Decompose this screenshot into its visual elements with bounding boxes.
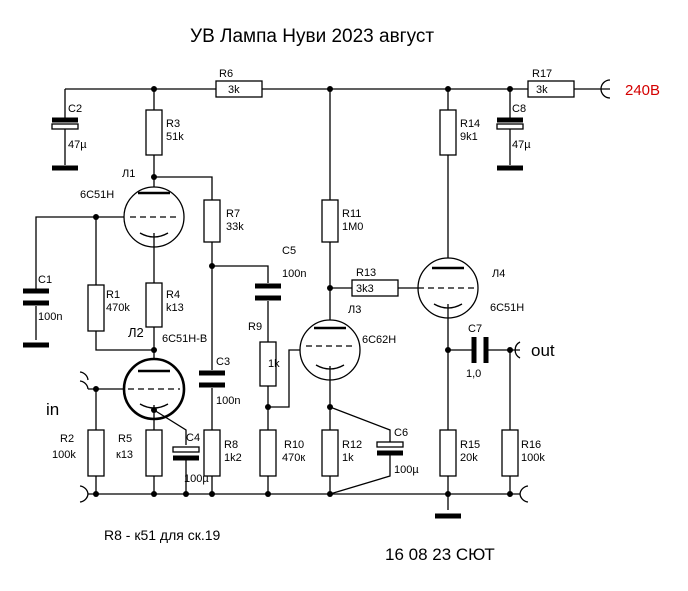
svg-text:R6: R6	[219, 68, 233, 80]
svg-text:3k3: 3k3	[356, 283, 374, 295]
svg-text:6С51Н: 6С51Н	[80, 189, 114, 201]
svg-text:9k1: 9k1	[460, 131, 478, 143]
svg-text:R4: R4	[166, 289, 180, 301]
svg-text:6С51Н-В: 6С51Н-В	[162, 333, 207, 345]
svg-text:R2: R2	[60, 433, 74, 445]
resistor-r3: R3 51k	[145, 89, 184, 190]
svg-text:100n: 100n	[282, 268, 306, 280]
svg-text:R12: R12	[342, 439, 362, 451]
svg-text:20k: 20k	[460, 452, 478, 464]
svg-text:47µ: 47µ	[512, 139, 531, 151]
svg-text:C2: C2	[68, 103, 82, 115]
svg-text:R1: R1	[106, 289, 120, 301]
signature-date: 16 08 23 СЮТ	[385, 545, 495, 564]
resistor-r12: R12 1k	[321, 429, 362, 494]
resistor-r11: R11 1М0	[321, 89, 363, 320]
input-terminal	[79, 371, 124, 390]
resistor-r7: R7 33k	[203, 199, 244, 370]
diagram-title: УВ Лампа Нуви 2023 август	[190, 26, 434, 47]
svg-text:1М0: 1М0	[342, 221, 363, 233]
capacitor-c8: C8 47µ	[496, 89, 531, 171]
svg-text:1k2: 1k2	[224, 452, 242, 464]
tube-l3: Л3 6С62Н	[299, 304, 396, 430]
svg-text:470k: 470k	[106, 302, 130, 314]
tube-l1: Л1 6С51Н	[80, 168, 185, 248]
svg-text:R8: R8	[224, 439, 238, 451]
svg-text:100µ: 100µ	[184, 473, 209, 485]
svg-text:3k: 3k	[228, 84, 240, 96]
resistor-r17: R17 3k	[527, 68, 575, 98]
svg-text:C6: C6	[394, 427, 408, 439]
svg-text:6С51Н: 6С51Н	[490, 302, 524, 314]
svg-text:R5: R5	[118, 433, 132, 445]
svg-text:33k: 33k	[226, 221, 244, 233]
capacitor-c1: C1 100n	[23, 274, 62, 348]
resistor-r6: R6 3k	[215, 68, 263, 98]
resistor-r15: R15 20k	[435, 429, 480, 519]
capacitor-c2: C2 47µ	[51, 89, 87, 171]
r8-note: R8 - к51 для ск.19	[104, 527, 221, 543]
tube-l4: Л4 6С51Н	[417, 257, 524, 430]
svg-text:47µ: 47µ	[68, 139, 87, 151]
svg-text:R13: R13	[356, 267, 376, 279]
svg-text:k13: k13	[166, 302, 184, 314]
svg-text:R15: R15	[460, 439, 480, 451]
svg-text:3k: 3k	[536, 84, 548, 96]
svg-text:к13: к13	[116, 449, 133, 461]
svg-text:C8: C8	[512, 103, 526, 115]
svg-text:C3: C3	[216, 356, 230, 368]
svg-text:C1: C1	[38, 274, 52, 286]
supply-rail	[65, 79, 611, 99]
resistor-r16: R16 100k	[501, 350, 545, 494]
tube-l2: Л2 6С51Н-В	[122, 325, 207, 430]
svg-text:R10: R10	[284, 439, 304, 451]
capacitor-c6: C6 100µ	[329, 427, 419, 495]
svg-text:470к: 470к	[282, 452, 305, 464]
supply-voltage-label: 240В	[625, 82, 660, 99]
resistor-r5: R5 к13	[116, 429, 163, 494]
svg-text:R7: R7	[226, 208, 240, 220]
svg-text:100k: 100k	[52, 449, 76, 461]
svg-text:100µ: 100µ	[394, 464, 419, 476]
svg-text:1,0: 1,0	[466, 368, 481, 380]
input-label: in	[46, 400, 59, 419]
svg-text:C7: C7	[468, 323, 482, 335]
svg-text:Л2: Л2	[128, 325, 144, 340]
svg-text:6С62Н: 6С62Н	[362, 334, 396, 346]
resistor-r13: R13 3k3	[330, 267, 418, 297]
svg-text:100n: 100n	[38, 311, 62, 323]
resistor-r8: R8 1k2	[203, 429, 242, 494]
svg-text:R11: R11	[342, 208, 361, 220]
capacitor-c3: C3 100n	[199, 356, 240, 430]
svg-text:1k: 1k	[342, 452, 354, 464]
svg-text:R3: R3	[166, 118, 180, 130]
resistor-r10: R10 470к	[259, 429, 305, 494]
resistor-r9: R9 1k	[248, 321, 280, 430]
svg-text:Л3: Л3	[348, 304, 361, 316]
capacitor-c5: C5 100n	[255, 245, 306, 342]
svg-text:R17: R17	[532, 68, 552, 80]
svg-text:Л4: Л4	[492, 268, 505, 280]
svg-text:C5: C5	[282, 245, 296, 257]
output-label: out	[531, 341, 555, 360]
svg-text:51k: 51k	[166, 131, 184, 143]
svg-text:R9: R9	[248, 321, 262, 333]
svg-text:Л1: Л1	[122, 168, 135, 180]
svg-text:R16: R16	[521, 439, 541, 451]
svg-text:100n: 100n	[216, 395, 240, 407]
resistor-r14: R14 9k1	[439, 89, 480, 260]
svg-text:C4: C4	[186, 432, 200, 444]
resistor-r1: R1 470k	[87, 284, 154, 351]
ground-rail	[79, 485, 529, 503]
svg-text:1k: 1k	[268, 358, 280, 370]
svg-text:100k: 100k	[521, 452, 545, 464]
svg-text:R14: R14	[460, 118, 480, 130]
resistor-r2: R2 100k	[52, 389, 105, 494]
capacitor-c4: C4 100µ	[172, 432, 209, 494]
